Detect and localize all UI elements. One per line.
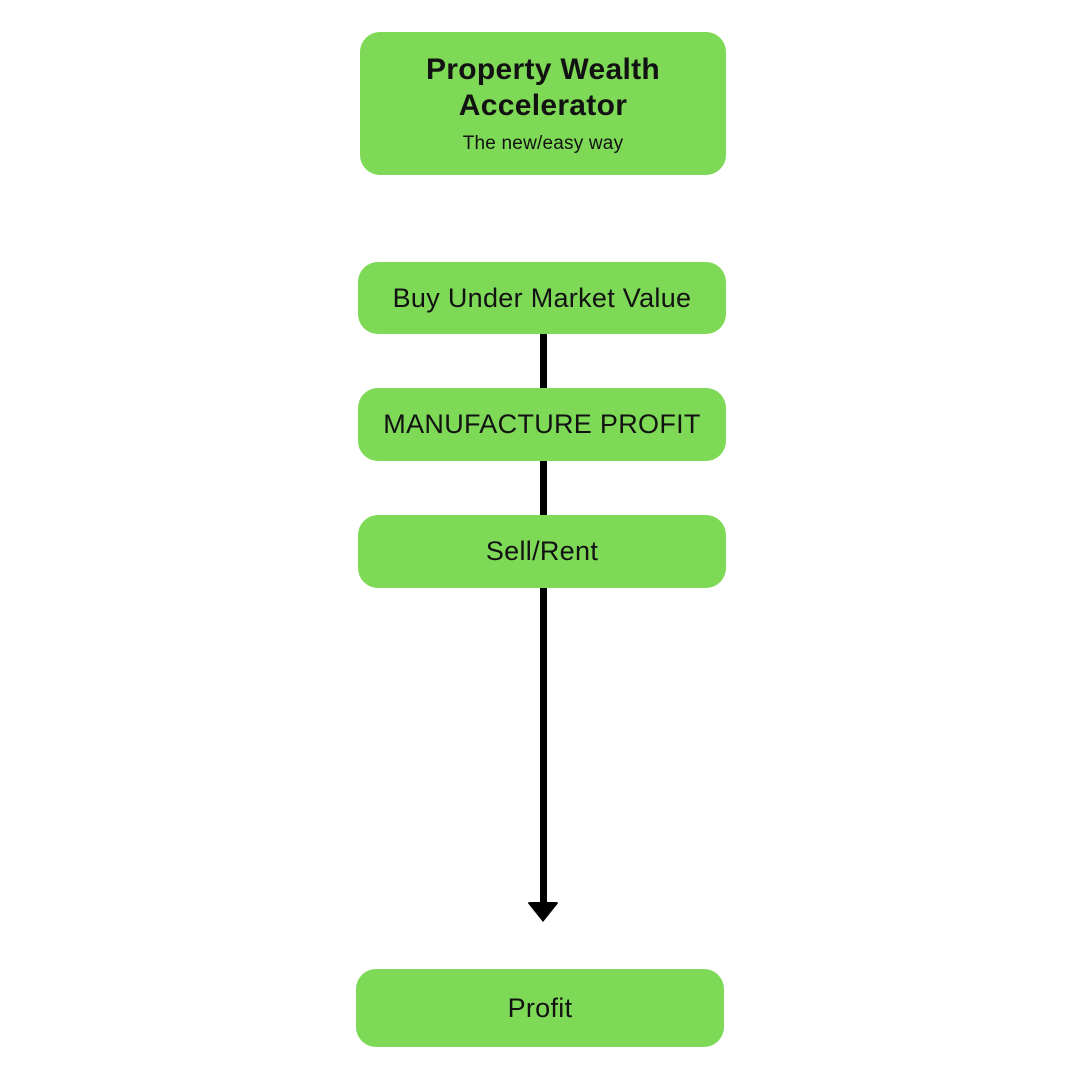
- step-label: Buy Under Market Value: [392, 282, 692, 313]
- flow-arrow-head-icon: [527, 902, 559, 922]
- step-box-sell-rent: Sell/Rent: [358, 515, 726, 588]
- step-label: Sell/Rent: [485, 536, 599, 566]
- step-box-buy-under-market-value: Buy Under Market Value: [358, 262, 726, 334]
- result-label: Profit: [507, 992, 573, 1023]
- step-box-manufacture-profit: MANUFACTURE PROFIT: [358, 388, 726, 461]
- page-subtitle: The new/easy way: [462, 133, 624, 154]
- page-title: Property Wealth Accelerator: [426, 53, 660, 122]
- step-label: MANUFACTURE PROFIT: [383, 409, 701, 439]
- flow-arrow-line: [540, 334, 547, 904]
- title-box: Property Wealth Accelerator The new/easy…: [360, 32, 726, 175]
- result-box-profit: Profit: [356, 969, 724, 1047]
